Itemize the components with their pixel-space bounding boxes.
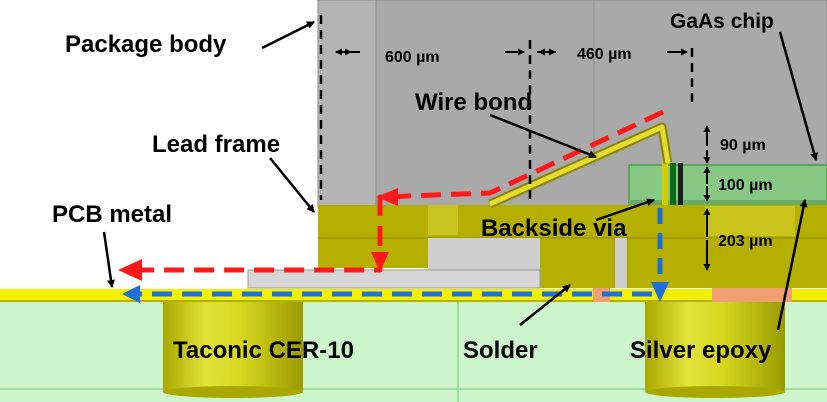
thermal-path-lead-frame xyxy=(118,109,665,281)
label-gaas-chip: GaAs chip xyxy=(670,10,774,33)
dimension-lines xyxy=(319,15,711,271)
mold-fill-lower xyxy=(247,238,627,289)
label-lead-frame: Lead frame xyxy=(152,131,280,158)
leader-pcb-metal xyxy=(102,231,115,288)
pcb-metal-layer xyxy=(0,289,827,302)
dim-203: 203 µm xyxy=(718,233,773,250)
leader-arrows xyxy=(102,20,818,331)
chip-backside-via xyxy=(662,163,683,205)
label-wire-bond: Wire bond xyxy=(415,89,532,116)
label-solder: Solder xyxy=(463,337,538,364)
leader-gaas-chip xyxy=(778,31,818,161)
label-pcb-metal: PCB metal xyxy=(52,201,172,228)
dim-90: 90 µm xyxy=(720,137,766,154)
thermal-path-backside-via xyxy=(122,208,669,303)
leader-wire-bond xyxy=(489,113,597,159)
leader-silver-epoxy xyxy=(776,199,808,331)
label-taconic: Taconic CER-10 xyxy=(173,337,354,364)
dim-600: 600 µm xyxy=(385,49,440,66)
pcb-via-left xyxy=(163,300,303,398)
wire-bond xyxy=(488,122,673,209)
dim-100: 100 µm xyxy=(718,177,773,194)
label-backside-via: Backside via xyxy=(481,215,627,242)
label-package-body: Package body xyxy=(65,31,227,58)
leader-package-body xyxy=(261,20,315,50)
leader-backside-via xyxy=(595,198,655,222)
label-silver-epoxy: Silver epoxy xyxy=(630,337,772,364)
dim-460: 460 µm xyxy=(577,46,632,63)
leader-lead-frame xyxy=(269,157,315,213)
pcb-via-right xyxy=(645,300,785,398)
leader-solder xyxy=(519,284,571,326)
